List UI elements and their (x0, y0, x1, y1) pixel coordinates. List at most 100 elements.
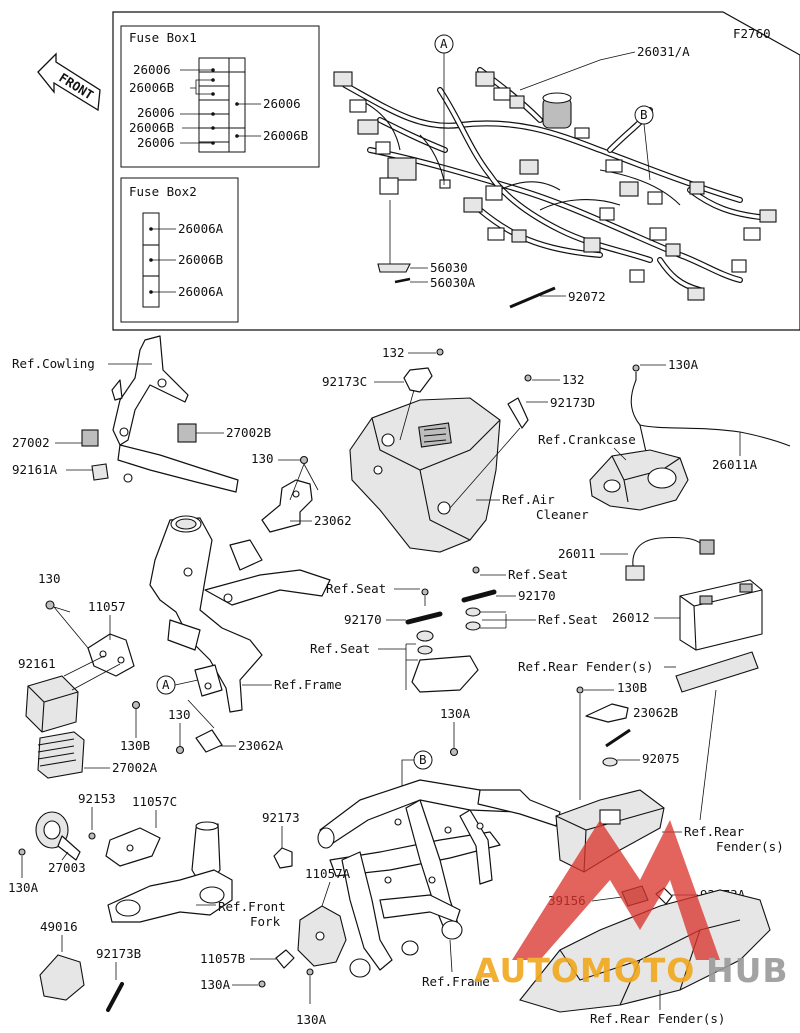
clip-56030a-label: 56030A (430, 275, 476, 290)
bolt-130a-top-label: 130A (668, 357, 699, 372)
bracket-92161a (91, 463, 109, 481)
fuse-leader (180, 69, 213, 144)
ecu-92161 (25, 675, 79, 733)
cable-26011a (630, 372, 791, 447)
bolt-130a-low2-label: 130A (296, 1012, 327, 1027)
bolt-130a-low1-label: 130A (200, 977, 231, 992)
point-b-frame-label: B (419, 752, 427, 767)
bolt-130a-mid-label: 130A (440, 706, 471, 721)
band-92173b (106, 982, 124, 1012)
bracket-23062-group: 130 23062 (251, 451, 352, 533)
fuse-dot (211, 68, 215, 72)
damper-92170-right-label: 92170 (518, 588, 556, 603)
ref-seat-1-label: Ref.Seat (326, 581, 386, 596)
watermark-auto: AUTOMOTO (474, 951, 695, 990)
lower-left-clamps: 92173 11057A 11057B 130A 130A (200, 810, 351, 1027)
bolt-132-top (436, 348, 444, 356)
seat-grommet (416, 630, 434, 642)
fuse-1-code: 26006 (133, 62, 171, 77)
fuse-1-code: 26006 (137, 105, 175, 120)
fuse-2-code: 26006A (178, 221, 224, 236)
front-arrow: FRONT (37, 52, 101, 112)
fuse-leader (237, 103, 261, 137)
main-harness-label: 26031/A (637, 44, 690, 59)
ref-seat-4-label: Ref.Seat (538, 612, 598, 627)
rear-fender-lower (519, 889, 771, 1013)
bracket-11057a-label: 11057A (305, 866, 351, 881)
ref-seat-3-label: Ref.Seat (508, 567, 568, 582)
cover-49016-label: 49016 (40, 919, 78, 934)
cable-26011 (632, 536, 706, 573)
seat-bolt (421, 588, 429, 596)
point-a-frame-label: A (162, 677, 170, 692)
figure-code: F2760 (733, 26, 771, 41)
clamp-92173d (507, 397, 529, 429)
harness-callouts: A B 26031/A 56030 56030A 92072 (377, 34, 690, 309)
bolt-130-top-label: 130 (251, 451, 274, 466)
cover-49016 (39, 954, 85, 1001)
relay-27002 (81, 429, 99, 447)
connector (333, 71, 353, 87)
seat-grommet (417, 645, 433, 655)
watermark-hub: HUB (706, 951, 789, 990)
fuse-1-code: 26006B (263, 128, 308, 143)
bolt-130a-mid (449, 747, 459, 757)
fuse-box-1-title: Fuse Box1 (129, 30, 197, 45)
bracket-11057b-label: 11057B (200, 951, 245, 966)
ref-crankcase-label: Ref.Crankcase (538, 432, 636, 447)
fuse-dot (211, 112, 215, 116)
bolt-130a-top (632, 364, 640, 372)
ecu-bracket-group: 130 11057 92161 130B 27002A (18, 571, 158, 779)
bolt-130a-low2 (306, 968, 314, 976)
clip-56030 (377, 263, 411, 273)
bracket-11057-label: 11057 (88, 599, 126, 614)
fuse-leader (151, 228, 176, 293)
clip-56030-label: 56030 (430, 260, 468, 275)
bolt-130b (131, 700, 141, 710)
fuse-dot (211, 92, 215, 96)
screw-92153-label: 92153 (78, 791, 116, 806)
cable-26011-label: 26011 (558, 546, 596, 561)
cable-26011a-label: 26011A (712, 457, 758, 472)
fuse-block-1 (198, 57, 230, 153)
fuse-1-code: 26006 (263, 96, 301, 111)
bolt-130a-low1 (258, 980, 266, 988)
bolt-130b-right (576, 686, 584, 694)
ecu-92161-label: 92161 (18, 656, 56, 671)
fuse-2-code: 26006A (178, 284, 224, 299)
bracket-23062a (195, 729, 223, 753)
clamp-92173-label: 92173 (262, 810, 300, 825)
damper-92170-right (461, 589, 497, 603)
battery-26012-label: 26012 (612, 610, 650, 625)
ref-frame-label: Ref.Frame (274, 677, 342, 692)
fuse-1-code: 26006B (129, 120, 174, 135)
bolt-130-mid-label: 130 (168, 707, 191, 722)
fuse-dot (211, 126, 215, 130)
point-b-label: B (640, 107, 648, 122)
seat-bracket (411, 655, 479, 693)
bracket-11057 (87, 633, 135, 677)
bolt-130-left-label: 130 (38, 571, 61, 586)
band-92072-label: 92072 (568, 289, 606, 304)
fuse-box-2-frame (120, 177, 239, 323)
bracket-23062 (261, 479, 313, 533)
cowling-bracket (112, 335, 189, 446)
bracket-11057b (275, 949, 295, 969)
bolt-132-top-label: 132 (382, 345, 405, 360)
battery-pad (675, 651, 759, 693)
seat-grommet-right (465, 621, 481, 631)
watermark: AUTOMOTO HUB (474, 820, 789, 990)
bracket-23062-label: 23062 (314, 513, 352, 528)
wiring-harness (333, 67, 777, 301)
ref-seat-2-label: Ref.Seat (310, 641, 370, 656)
cable-26011-terminal (699, 539, 715, 555)
horn-27003-label: 27003 (48, 860, 86, 875)
ref-cowling-label: Ref.Cowling (12, 356, 95, 371)
bolt-132-right (524, 374, 532, 382)
band-92072 (509, 286, 556, 309)
